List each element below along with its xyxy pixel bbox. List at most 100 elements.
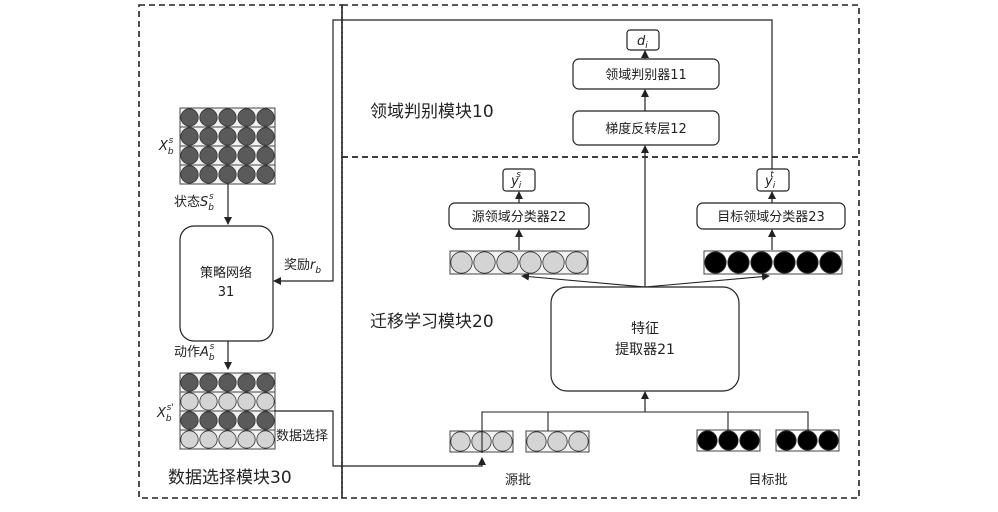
- selected-data-row-cell: [180, 392, 199, 411]
- source-data-row-cell: [218, 146, 237, 165]
- transfer-learning-module-title: 迁移学习模块20: [370, 312, 494, 332]
- target-classifier-label: 目标领域分类器23: [717, 210, 825, 225]
- reward-label: 奖励rb: [284, 258, 321, 276]
- selected-data-row-cell: [218, 392, 237, 411]
- source-feature-cell: [565, 251, 588, 274]
- selected-data-row-cell: [237, 430, 256, 449]
- selected-data-row-cell: [218, 430, 237, 449]
- source-data-row-cell: [199, 108, 218, 127]
- selected-data-row-cell: [199, 411, 218, 430]
- selected-data-row-cell: [180, 411, 199, 430]
- source-data-row-cell: [180, 108, 199, 127]
- state-label: 状态Sbs: [174, 192, 214, 213]
- source-feature-row: [449, 250, 589, 275]
- selected-data-row-cell: [237, 373, 256, 392]
- target-batch-2-cell: [797, 430, 818, 451]
- source-batch-2-cell: [547, 431, 568, 452]
- selected-data-row-cell: [218, 373, 237, 392]
- selected-data-row-cell: [218, 411, 237, 430]
- source-data-row-cell: [180, 146, 199, 165]
- source-label-output: yis: [510, 170, 522, 191]
- target-batch-2-cell: [818, 430, 839, 451]
- feature-extractor-label-line1: 特征: [631, 321, 659, 337]
- target-batch-2-cell: [776, 430, 797, 451]
- source-data-row-cell: [237, 146, 256, 165]
- source-data-row-cell: [180, 165, 199, 184]
- source-data-row-cell: [256, 127, 275, 146]
- source-batch-2-cell: [568, 431, 589, 452]
- source-batch-label: 源批: [505, 473, 531, 488]
- source-feature-cell: [542, 251, 565, 274]
- policy-network-label-line1: 策略网络: [200, 265, 252, 281]
- target-batch-1-cell: [718, 430, 739, 451]
- source-data-row-cell: [256, 165, 275, 184]
- source-data-row-cell: [180, 127, 199, 146]
- arrow-extractor-to-source-features: [521, 272, 646, 288]
- feature-extractor-box: [550, 286, 740, 392]
- data-selection-module-border: [138, 4, 343, 499]
- source-data-row-cell: [237, 108, 256, 127]
- target-feature-cell: [819, 251, 842, 274]
- selected-data-row-cell: [199, 392, 218, 411]
- source-data-row-cell: [256, 108, 275, 127]
- target-feature-row: [703, 250, 843, 275]
- target-feature-cell: [796, 251, 819, 274]
- data-selection-module-title: 数据选择模块30: [168, 468, 292, 488]
- source-data-row-cell: [218, 108, 237, 127]
- arrow-selection-to-source-batch: [274, 410, 486, 467]
- action-label: 动作Abs: [174, 342, 215, 363]
- selected-data-row-cell: [256, 430, 275, 449]
- source-feature-cell: [519, 251, 542, 274]
- source-feature-cell: [496, 251, 519, 274]
- source-data-grid: [179, 107, 276, 185]
- source-data-row-cell: [199, 127, 218, 146]
- source-data-row-cell: [237, 127, 256, 146]
- selected-data-row-cell: [237, 392, 256, 411]
- feature-extractor-label-line2: 提取器21: [615, 342, 675, 358]
- gradient-reversal-label: 梯度反转层12: [605, 121, 687, 137]
- target-feature-cell: [704, 251, 727, 274]
- selected-data-row-cell: [256, 411, 275, 430]
- target-label-output: yit: [764, 170, 776, 191]
- policy-network-box: [179, 225, 274, 342]
- source-feature-cell: [450, 251, 473, 274]
- source-batch-1-cell: [492, 431, 513, 452]
- source-data-row-cell: [199, 165, 218, 184]
- selected-data-row-cell: [199, 373, 218, 392]
- selected-data-row-cell: [180, 430, 199, 449]
- source-batch-1-cell: [450, 431, 471, 452]
- source-feature-cell: [473, 251, 496, 274]
- target-feature-cell: [727, 251, 750, 274]
- domain-discriminator-label: 领域判别器11: [605, 68, 687, 83]
- source-classifier-label: 源领域分类器22: [472, 210, 567, 225]
- target-batch-1-cell: [697, 430, 718, 451]
- source-data-row-cell: [218, 165, 237, 184]
- selected-data-row-cell: [237, 411, 256, 430]
- transfer-learning-module-border: [341, 156, 860, 499]
- domain-discrimination-module-title: 领域判别模块10: [370, 102, 494, 122]
- arrow-extractor-to-target-features: [644, 272, 770, 288]
- selected-data-row-cell: [180, 373, 199, 392]
- selected-data-row-cell: [256, 373, 275, 392]
- source-data-row-cell: [199, 146, 218, 165]
- target-batch-1-cell: [739, 430, 760, 451]
- source-data-label: Xbs: [158, 136, 174, 157]
- source-batch-2-cell: [526, 431, 547, 452]
- target-feature-cell: [773, 251, 796, 274]
- policy-network-label-line2: 31: [218, 285, 235, 300]
- selected-data-grid: [179, 372, 276, 450]
- arrow-reward-to-policy: [273, 19, 773, 285]
- target-feature-cell: [750, 251, 773, 274]
- selected-data-label: Xbs': [156, 403, 174, 424]
- source-data-row-cell: [237, 165, 256, 184]
- selected-data-row-cell: [256, 392, 275, 411]
- target-batch-label: 目标批: [748, 473, 787, 488]
- source-data-row-cell: [256, 146, 275, 165]
- input-batches: [449, 429, 840, 453]
- source-data-row-cell: [218, 127, 237, 146]
- domain-label-output: di: [637, 34, 648, 51]
- selected-data-row-cell: [199, 430, 218, 449]
- domain-discrimination-module-border: [341, 4, 860, 158]
- data-selection-label: 数据选择: [276, 429, 328, 444]
